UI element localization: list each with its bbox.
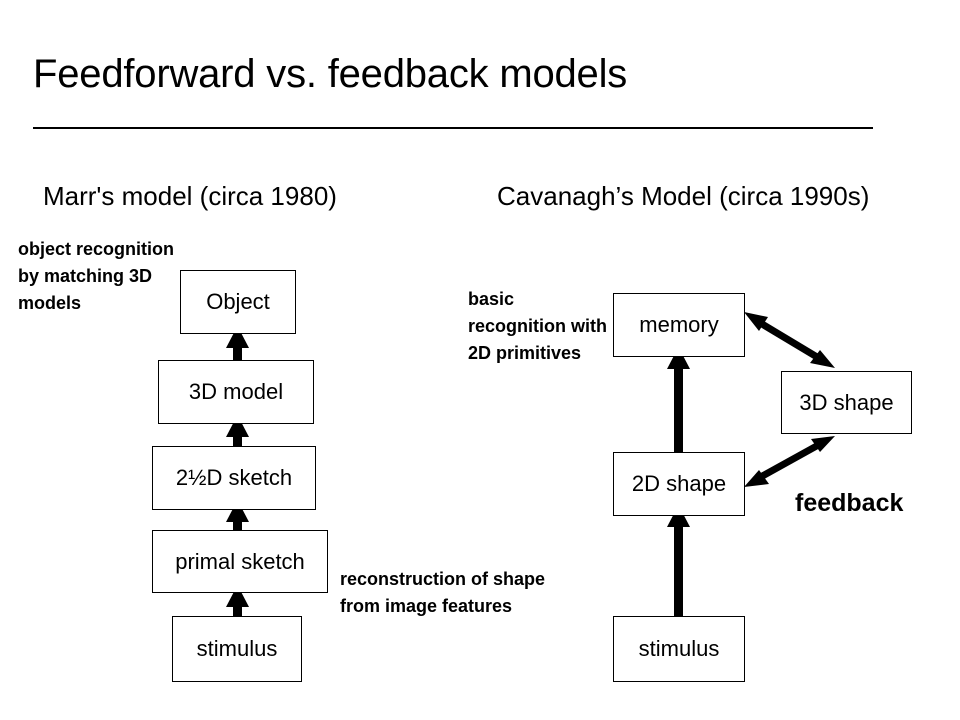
node-primal-sketch[interactable]: primal sketch (152, 530, 328, 593)
title-divider (33, 127, 873, 129)
node-object[interactable]: Object (180, 270, 296, 334)
arrow-2d-shape-to-memory (667, 347, 690, 462)
node-memory[interactable]: memory (613, 293, 745, 357)
node-3d-model[interactable]: 3D model (158, 360, 314, 424)
arrow-3d-shape-to-2d-shape (744, 436, 835, 487)
node-stimulus-left[interactable]: stimulus (172, 616, 302, 682)
node-stimulus-right[interactable]: stimulus (613, 616, 745, 682)
node-25d-sketch[interactable]: 2½D sketch (152, 446, 316, 510)
feedback-label: feedback (795, 489, 904, 517)
right-column-heading: Cavanagh’s Model (circa 1990s) (497, 181, 870, 211)
node-2d-shape[interactable]: 2D shape (613, 452, 745, 516)
left-column-heading: Marr's model (circa 1980) (43, 181, 337, 211)
node-3d-shape[interactable]: 3D shape (781, 371, 912, 434)
arrow-stimulus-to-2d-shape (667, 505, 690, 630)
page-title: Feedforward vs. feedback models (33, 52, 628, 96)
arrow-memory-to-3d-shape (744, 312, 835, 368)
annotation-object-recognition: object recognition by matching 3D models (18, 239, 175, 313)
annotation-reconstruction: reconstruction of shape from image featu… (340, 569, 546, 616)
annotation-basic-recognition: basic recognition with 2D primitives (468, 289, 607, 363)
